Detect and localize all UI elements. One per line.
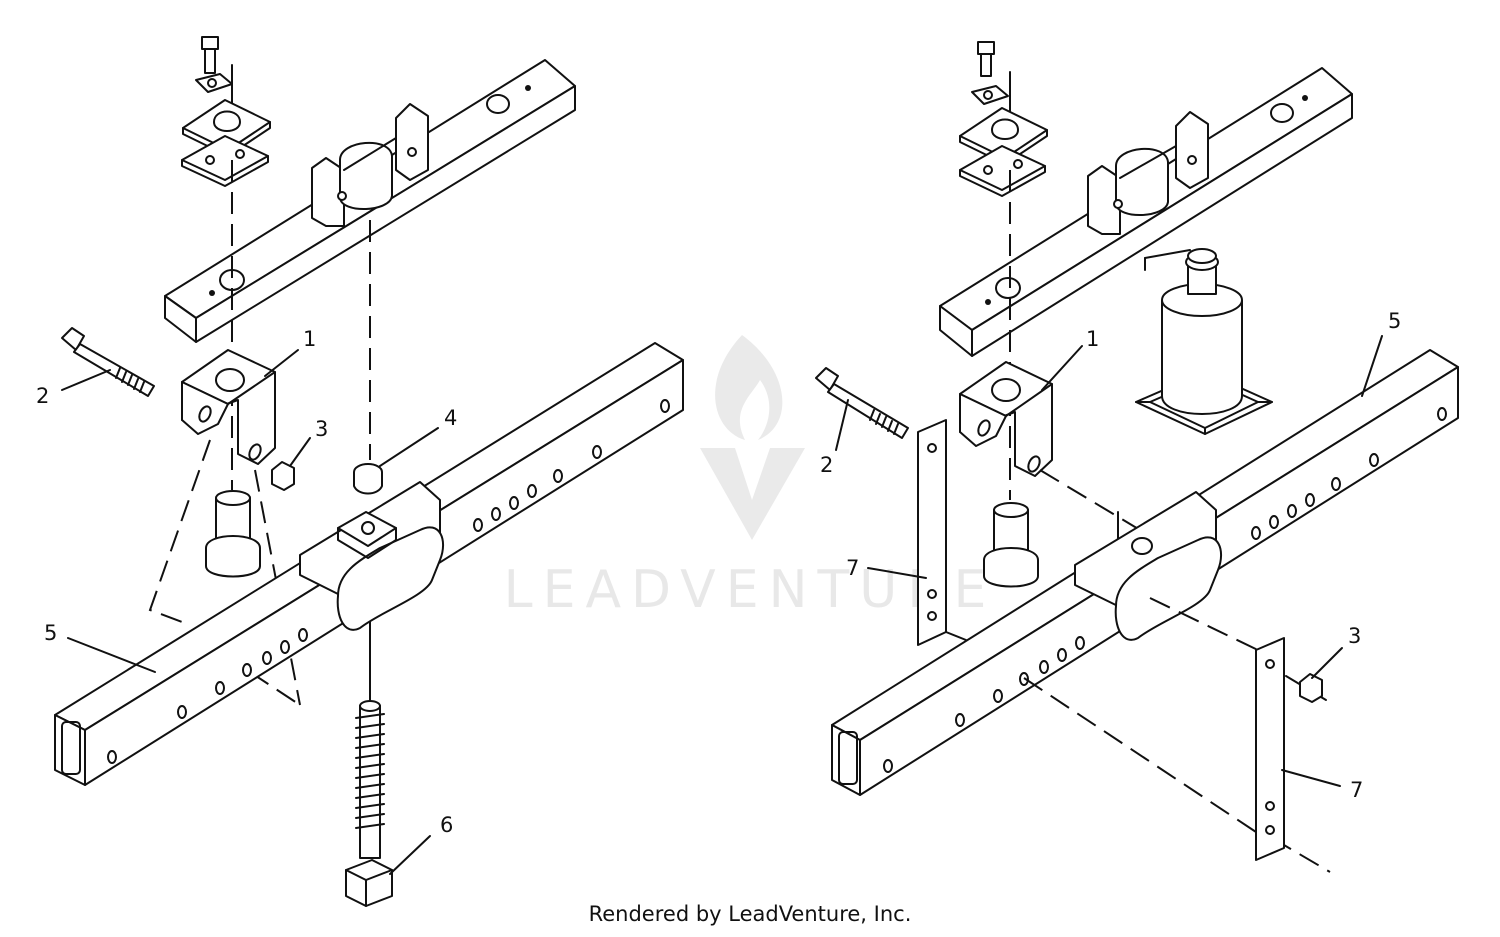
left-clamp-plates — [181, 99, 271, 187]
right-side-plate-left — [917, 419, 967, 646]
left-callout-2: 2 — [36, 384, 49, 408]
left-bracket — [181, 349, 276, 465]
right-callouts: 1 2 3 5 7 7 — [820, 309, 1401, 802]
watermark-text: LEADVENTURE — [504, 560, 997, 620]
right-leaders — [835, 335, 1383, 787]
left-bolt-2 — [61, 327, 155, 397]
right-callout-5: 5 — [1388, 309, 1401, 333]
right-top-bolt — [971, 41, 1009, 105]
right-saddle-clamp — [1087, 111, 1209, 235]
right-nut-3 — [1285, 673, 1327, 703]
left-callout-4: 4 — [444, 406, 457, 430]
footer-credit: Rendered by LeadVenture, Inc. — [588, 902, 912, 926]
right-tube-holes — [883, 407, 1447, 773]
right-callout-7a: 7 — [846, 556, 859, 580]
right-pin — [983, 502, 1039, 588]
right-bracket — [959, 361, 1053, 477]
left-top-bolt — [195, 36, 233, 93]
left-callout-5: 5 — [44, 621, 57, 645]
right-assembly: 1 2 3 5 7 7 — [815, 41, 1459, 873]
right-lower-tube — [831, 349, 1459, 796]
watermark: LEADVENTURE — [504, 335, 997, 620]
right-callout-2: 2 — [820, 453, 833, 477]
left-tube-holes — [107, 399, 670, 764]
left-leaders — [61, 349, 439, 875]
left-callout-3: 3 — [315, 417, 328, 441]
right-callout-7b: 7 — [1350, 778, 1363, 802]
right-callout-1: 1 — [1086, 327, 1099, 351]
right-bolt-2 — [815, 367, 909, 439]
right-side-plate-right — [1255, 637, 1285, 861]
right-clamp-plates — [959, 107, 1048, 197]
left-assembly: 1 2 3 4 5 6 — [36, 36, 684, 907]
right-callout-3: 3 — [1348, 624, 1361, 648]
left-saddle-clamp — [311, 103, 429, 227]
left-lower-tube — [54, 342, 684, 786]
left-pin — [205, 490, 261, 578]
left-callout-6: 6 — [440, 813, 453, 837]
right-jack — [1135, 248, 1273, 435]
left-long-bolt-6 — [345, 700, 393, 907]
left-callout-1: 1 — [303, 327, 316, 351]
left-callouts: 1 2 3 4 5 6 — [36, 327, 457, 837]
left-nut-4 — [353, 463, 383, 495]
left-nut-3 — [271, 461, 295, 491]
